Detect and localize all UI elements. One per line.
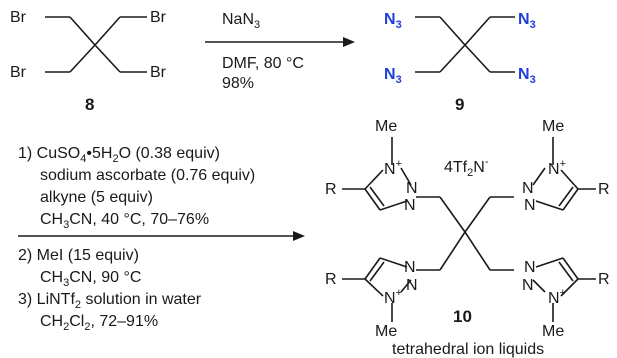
triazolium-lower-right: N N N+ Me R — [522, 257, 610, 340]
reagent-nan3: NaN3 — [222, 11, 260, 31]
n-upper-left-1: N — [406, 180, 418, 197]
r-lower-left: R — [325, 271, 337, 288]
me-lower-left: Me — [375, 323, 397, 340]
br-top-right: Br — [150, 9, 167, 26]
step1-line4: CH3CN, 40 °C, 70–76% — [40, 211, 209, 231]
n-plus-upper-left: N+ — [384, 158, 402, 178]
n-upper-right-1: N — [522, 180, 534, 197]
me-lower-right: Me — [542, 323, 564, 340]
n-lower-right-1: N — [524, 259, 536, 276]
r-upper-right: R — [598, 181, 610, 198]
step2-line1: 2) MeI (15 equiv) — [18, 247, 139, 264]
condition-dmf: DMF, 80 °C — [222, 55, 304, 72]
compound-10-core — [416, 196, 514, 271]
n-upper-left-2: N — [404, 197, 416, 214]
compound-8-structure: Br Br Br Br — [10, 9, 167, 81]
step3-line2: CH2Cl2, 72–91% — [40, 313, 158, 333]
compound-9-structure: N3 N3 N3 N3 — [384, 11, 536, 86]
n-upper-right-2: N — [524, 197, 536, 214]
product-caption: tetrahedral ion liquids — [392, 341, 544, 358]
counterion: 4Tf2N- — [444, 156, 489, 179]
n3-bottom-left: N3 — [384, 66, 402, 86]
top-arrow — [205, 37, 355, 47]
r-lower-right: R — [598, 271, 610, 288]
condition-yield: 98% — [222, 75, 254, 92]
step1-line1: 1) CuSO4•5H2O (0.38 equiv) — [18, 145, 220, 165]
br-bottom-right: Br — [150, 64, 167, 81]
n3-top-right: N3 — [518, 11, 536, 31]
bottom-arrow — [18, 231, 305, 241]
step2-line2: CH3CN, 90 °C — [40, 269, 141, 289]
triazolium-lower-left: N N N+ Me R — [325, 257, 418, 340]
n-plus-lower-left: N+ — [384, 287, 402, 307]
n-lower-left-2: N — [406, 277, 418, 294]
n-plus-upper-right: N+ — [548, 158, 566, 178]
r-upper-left: R — [325, 181, 337, 198]
step3-line1: 3) LiNTf2 solution in water — [18, 291, 202, 311]
n3-top-left: N3 — [384, 11, 402, 31]
compound-10-label: 10 — [453, 307, 472, 326]
compound-9-label: 9 — [455, 95, 464, 114]
n-lower-left-1: N — [404, 259, 416, 276]
step1-line3: alkyne (5 equiv) — [40, 189, 153, 206]
step1-line2: sodium ascorbate (0.76 equiv) — [40, 167, 255, 184]
me-upper-left: Me — [375, 118, 397, 135]
triazolium-upper-right: Me N+ N N R — [522, 118, 610, 214]
n-plus-lower-right: N+ — [548, 287, 566, 307]
br-top-left: Br — [10, 9, 27, 26]
n-lower-right-2: N — [522, 277, 534, 294]
n3-bottom-right: N3 — [518, 66, 536, 86]
compound-8-label: 8 — [85, 95, 94, 114]
triazolium-upper-left: Me N+ N N R — [325, 118, 418, 214]
me-upper-right: Me — [542, 118, 564, 135]
br-bottom-left: Br — [10, 64, 27, 81]
